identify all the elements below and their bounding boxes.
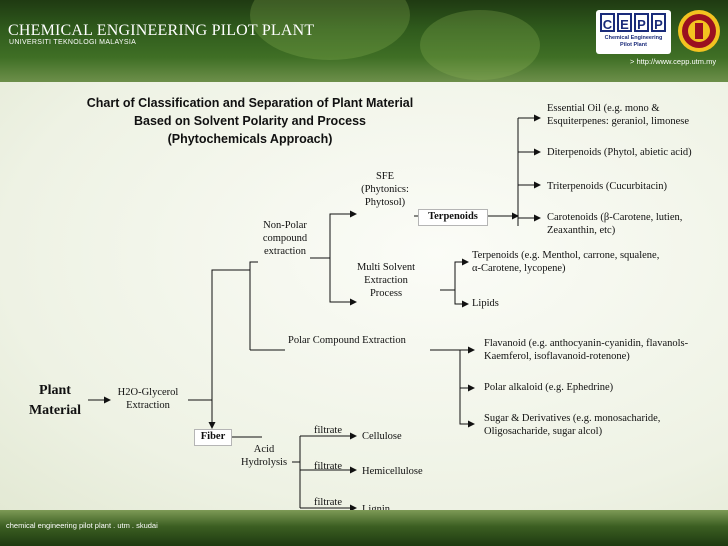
essential-label-1: Essential Oil (e.g. mono &	[547, 103, 660, 114]
sfe-label-2: (Phytonics:	[361, 184, 409, 195]
essential-label-2: Esquiterpenes: geraniol, limonese	[547, 116, 690, 127]
multi-solvent-node: Multi Solvent Extraction Process	[346, 261, 426, 300]
sugar-label-1: Sugar & Derivatives (e.g. monosacharide,	[484, 413, 661, 424]
logo-subtitle-2: Pilot Plant	[620, 42, 647, 48]
nonpolar-label-2: compound	[262, 233, 308, 244]
title-line-2: Based on Solvent Polarity and Process	[133, 114, 367, 128]
terpenoids-eg-output: Terpenoids (e.g. Menthol, carrone, squal…	[472, 249, 659, 275]
arrow-multi-lipids	[454, 290, 469, 308]
sfe-label-3: Phytosol)	[364, 197, 406, 208]
carotenoids-output: Carotenoids (β-Carotene, lutien, Zeaxant…	[547, 211, 682, 237]
content-background	[0, 82, 728, 510]
polar-extraction-node: Polar Compound Extraction	[288, 335, 406, 346]
carotenoids-label-2: Zeaxanthin, etc)	[547, 225, 616, 236]
terpenoids-node: Terpenoids	[418, 209, 488, 226]
arrow-nonpolar-multi	[329, 258, 357, 306]
logo-subtitle-1: Chemical Engineering	[604, 35, 663, 41]
cellulose-node: Cellulose	[362, 431, 402, 442]
sfe-label-1: SFE	[375, 171, 395, 182]
arrow-multi-terpenoids	[440, 258, 469, 291]
university-seal-icon	[678, 10, 720, 52]
flavanoid-output: Flavanoid (e.g. anthocyanin-cyanidin, fl…	[484, 337, 688, 363]
cepp-logo: C E P P Chemical Engineering Pilot Plant	[596, 10, 671, 54]
sfe-node: SFE (Phytonics: Phytosol)	[352, 170, 418, 209]
arrow-nonpolar-sfe	[310, 210, 357, 259]
carotenoids-label-1: Carotenoids (β-Carotene, lutien,	[547, 212, 683, 223]
diagram-title: Chart of Classification and Separation o…	[60, 94, 440, 148]
plant-material-node: Plant Material	[26, 381, 84, 421]
diterpenoids-output: Diterpenoids (Phytol, abietic acid)	[547, 147, 692, 158]
nonpolar-extraction-node: Non-Polar compound extraction	[252, 219, 318, 258]
triterpenoids-output: Triterpenoids (Cucurbitacin)	[547, 181, 668, 192]
fiber-node: Fiber	[194, 429, 232, 446]
plant-label-1: Plant	[39, 383, 71, 398]
terp-eg-label-1: Terpenoids (e.g. Menthol, carrone, squal…	[472, 250, 660, 261]
arrow-h2o-fiber	[188, 399, 216, 429]
logo-letter: P	[634, 13, 649, 32]
flavanoid-label-1: Flavanoid (e.g. anthocyanin-cyanidin, fl…	[484, 338, 689, 349]
filtrate-label: filtrate	[314, 461, 342, 472]
brand-name: CHEMICAL ENGINEERING PILOT PLANT	[8, 22, 315, 39]
multi-label-1: Multi Solvent	[356, 262, 416, 273]
h2o-label-2: Extraction	[126, 400, 170, 411]
header-banner: CHEMICAL ENGINEERING PILOT PLANT UNIVERS…	[0, 0, 728, 82]
h2o-glycerol-node: H2O-Glycerol Extraction	[108, 386, 188, 412]
logo-letter: C	[600, 13, 615, 32]
filtrate-label: filtrate	[314, 425, 342, 436]
title-line-1: Chart of Classification and Separation o…	[86, 96, 414, 110]
connector-trunk	[211, 269, 250, 400]
connector-polar-bus	[430, 349, 474, 425]
website-link[interactable]: > http://www.cepp.utm.my	[630, 57, 717, 66]
connector-nonpolar	[249, 261, 258, 270]
flavanoid-label-2: Kaemferol, isoflavanoid-rotenone)	[484, 351, 630, 362]
terp-eg-label-2: α-Carotene, lycopene)	[472, 263, 566, 274]
lipids-output: Lipids	[472, 298, 499, 309]
plant-label-2: Material	[28, 403, 82, 418]
footer-text: chemical engineering pilot plant . utm .…	[6, 521, 158, 530]
filtrate-label: filtrate	[314, 497, 342, 508]
footer-banner: chemical engineering pilot plant . utm .…	[0, 510, 728, 546]
alkaloid-output: Polar alkaloid (e.g. Ephedrine)	[484, 382, 614, 393]
logo-letter: E	[617, 13, 632, 32]
nonpolar-label-3: extraction	[264, 246, 306, 257]
banner-leaf-decoration	[420, 10, 540, 80]
acid-label-1: Acid	[253, 444, 275, 455]
nonpolar-label-1: Non-Polar	[263, 220, 307, 231]
brand-subtitle: UNIVERSITI TEKNOLOGI MALAYSIA	[9, 39, 137, 46]
acid-hydrolysis-node: Acid Hydrolysis	[234, 443, 294, 469]
sugar-label-2: Oligosacharide, sugar alcol)	[484, 426, 603, 437]
acid-label-2: Hydrolysis	[240, 457, 288, 468]
sugar-output: Sugar & Derivatives (e.g. monosacharide,…	[484, 412, 660, 438]
logo-letter: P	[651, 13, 666, 32]
hemicellulose-node: Hemicellulose	[362, 466, 423, 477]
lignin-node: Lignin	[362, 503, 390, 516]
multi-label-3: Process	[369, 288, 403, 299]
essential-oil-output: Essential Oil (e.g. mono & Esquiterpenes…	[547, 102, 689, 128]
h2o-label-1: H2O-Glycerol	[117, 387, 179, 398]
multi-label-2: Extraction	[364, 275, 408, 286]
title-line-3: (Phytochemicals Approach)	[167, 132, 333, 146]
